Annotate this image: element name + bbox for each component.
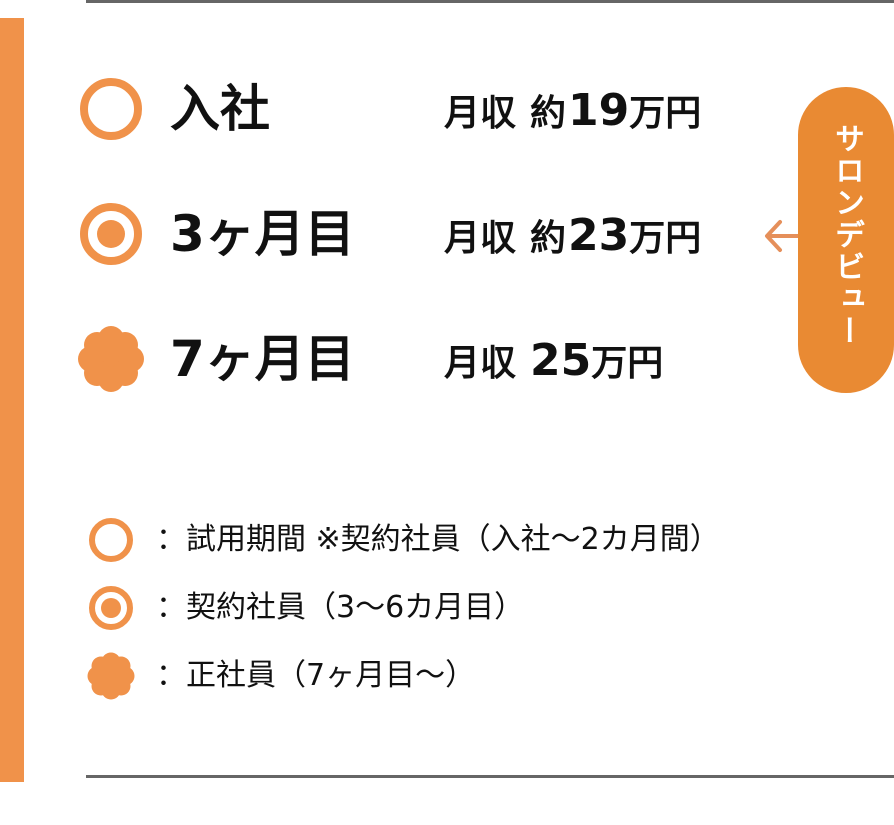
monthly-pay: 月収 25万円 bbox=[444, 324, 663, 394]
stage-row-join: 入社 月収約19万円 bbox=[76, 74, 796, 144]
accent-left-bar bbox=[0, 18, 24, 782]
legend-item-fulltime: ：正社員（7ヶ月目～） bbox=[84, 651, 864, 701]
pay-unit: 万円 bbox=[629, 218, 702, 259]
pay-number: 19 bbox=[568, 85, 630, 136]
stage-name: 3ヶ月目 bbox=[170, 205, 355, 263]
double-circle-icon bbox=[89, 586, 133, 630]
salon-debut-label: サロンデビュー bbox=[829, 123, 864, 347]
stage-row-3-months: 3ヶ月目 月収約23万円 bbox=[76, 199, 796, 269]
stage-name: 入社 bbox=[170, 80, 270, 138]
legend-text: ：試用期間 ※契約社員（入社～2カ月間） bbox=[156, 522, 720, 557]
bottom-divider bbox=[86, 775, 894, 778]
monthly-pay: 月収約19万円 bbox=[444, 74, 701, 144]
stage-name: 7ヶ月目 bbox=[170, 330, 355, 388]
monthly-pay: 月収約23万円 bbox=[444, 199, 701, 269]
arrow-left-icon bbox=[765, 220, 800, 252]
legend-item-contract: ：契約社員（3～6カ月目） bbox=[84, 583, 864, 633]
pay-label: 月収 bbox=[444, 218, 517, 259]
ring-circle-icon bbox=[80, 78, 142, 140]
pay-label: 月収 bbox=[444, 343, 517, 384]
legend-text: ：契約社員（3～6カ月目） bbox=[156, 590, 525, 625]
pay-number: 25 bbox=[530, 335, 592, 386]
stage-row-7-months: 7ヶ月目 月収 25万円 bbox=[76, 324, 796, 394]
flower-icon bbox=[78, 326, 144, 392]
pay-label: 月収 bbox=[444, 93, 517, 134]
ring-circle-icon bbox=[89, 518, 133, 562]
pay-approx: 約 bbox=[530, 93, 567, 134]
legend-item-trial: ：試用期間 ※契約社員（入社～2カ月間） bbox=[84, 515, 864, 565]
pay-unit: 万円 bbox=[629, 93, 702, 134]
flower-icon bbox=[87, 652, 135, 700]
pay-approx: 約 bbox=[530, 218, 567, 259]
salon-debut-badge: サロンデビュー bbox=[798, 87, 894, 393]
double-circle-icon bbox=[80, 203, 142, 265]
legend-text: ：正社員（7ヶ月目～） bbox=[156, 658, 476, 693]
pay-unit: 万円 bbox=[591, 343, 664, 384]
top-divider bbox=[86, 0, 894, 3]
pay-number: 23 bbox=[568, 210, 630, 261]
